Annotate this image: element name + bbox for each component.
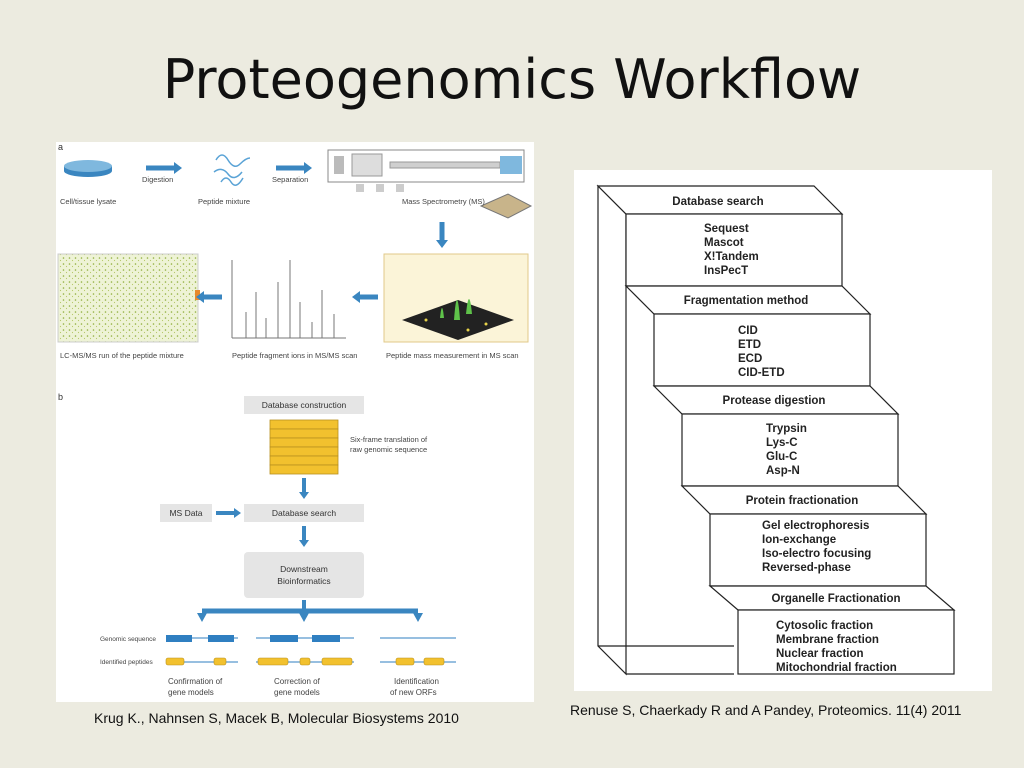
downstream-label-1: Downstream bbox=[280, 564, 328, 574]
stair-side-wall bbox=[597, 184, 627, 676]
db-search-box bbox=[244, 504, 364, 522]
downstream-box bbox=[244, 552, 364, 598]
ms-scan-3d bbox=[383, 253, 529, 343]
outcome-new-orfs-graphic bbox=[380, 637, 456, 666]
workflow-figure-left: a Cell/tissue lysate Digestion Peptide m… bbox=[56, 142, 534, 702]
step-3-item-1: Trypsin bbox=[766, 423, 807, 435]
step-5-item-4: Mitochondrial fraction bbox=[776, 662, 897, 674]
step-label-ms-scan: Peptide mass measurement in MS scan bbox=[386, 351, 519, 360]
step-1-face bbox=[625, 213, 843, 287]
citation-right: Renuse S, Chaerkady R and A Pandey, Prot… bbox=[570, 702, 962, 718]
step-2-item-4: CID-ETD bbox=[738, 367, 785, 379]
six-frame-label-2: raw genomic sequence bbox=[350, 445, 427, 454]
step-5-header: Organelle Fractionation bbox=[771, 593, 900, 605]
citation-left: Krug K., Nahnsen S, Macek B, Molecular B… bbox=[94, 710, 459, 726]
six-frame-label-1: Six-frame translation of bbox=[350, 435, 428, 444]
msms-spectrum bbox=[231, 260, 346, 339]
outcome-correction-graphic bbox=[256, 635, 354, 666]
outcome-3-label-1: Identification bbox=[394, 677, 439, 686]
step-1-item-1: Sequest bbox=[704, 223, 749, 235]
panel-a-label: a bbox=[58, 142, 63, 152]
step-3-face bbox=[681, 413, 899, 487]
step-3-item-4: Asp-N bbox=[766, 465, 800, 477]
step-2-item-1: CID bbox=[738, 325, 758, 337]
db-search-label: Database search bbox=[272, 508, 337, 518]
step-3-item-2: Lys-C bbox=[766, 437, 798, 449]
lcms-heatmap bbox=[57, 253, 199, 343]
step-2-item-2: ETD bbox=[738, 339, 761, 351]
step-2-item-3: ECD bbox=[738, 353, 762, 365]
step-1-item-4: InsPecT bbox=[704, 265, 748, 277]
peptide-mixture-icon bbox=[213, 154, 251, 186]
genomic-sequence-label: Genomic sequence bbox=[100, 636, 156, 643]
step-2-face bbox=[653, 313, 871, 387]
panel-b-label: b bbox=[58, 392, 63, 402]
step-5-item-2: Membrane fraction bbox=[776, 634, 879, 646]
step-2-header: Fragmentation method bbox=[684, 295, 809, 307]
step-5-item-3: Nuclear fraction bbox=[776, 648, 864, 660]
step-4-item-1: Gel electrophoresis bbox=[762, 520, 869, 532]
step-label-lysate: Cell/tissue lysate bbox=[60, 197, 116, 206]
step-4-item-3: Iso-electro focusing bbox=[762, 548, 871, 560]
ms-data-box bbox=[160, 504, 212, 522]
step-label-peptide-mixture: Peptide mixture bbox=[198, 197, 250, 206]
outcome-3-label-2: of new ORFs bbox=[390, 688, 437, 697]
step-label-ms: Mass Spectrometry (MS) bbox=[402, 197, 485, 206]
step-3-item-3: Glu-C bbox=[766, 451, 797, 463]
downstream-label-2: Bioinformatics bbox=[277, 576, 330, 586]
outcome-1-label-1: Confirmation of bbox=[168, 677, 223, 686]
staircase-diagram-svg: Database search Sequest Mascot X!Tandem … bbox=[596, 184, 956, 676]
step-label-msms: Peptide fragment ions in MS/MS scan bbox=[232, 351, 357, 360]
staircase-figure-right: Database search Sequest Mascot X!Tandem … bbox=[574, 170, 992, 691]
step-1-item-3: X!Tandem bbox=[704, 251, 759, 263]
step-3-header: Protease digestion bbox=[723, 395, 826, 407]
step-4-item-4: Reversed-phase bbox=[762, 562, 851, 574]
identified-peptides-label: Identified peptides bbox=[100, 659, 154, 666]
outcome-2-label-2: gene models bbox=[274, 688, 320, 697]
outcome-2-label-1: Correction of bbox=[274, 677, 321, 686]
db-construction-label: Database construction bbox=[262, 400, 347, 410]
db-construction-box bbox=[244, 396, 364, 414]
slide-title: Proteogenomics Workflow bbox=[162, 48, 862, 111]
step-1-header: Database search bbox=[672, 196, 763, 208]
mass-spectrometer-icon bbox=[327, 149, 533, 219]
step-4-item-2: Ion-exchange bbox=[762, 534, 836, 546]
outcome-confirmation-graphic bbox=[165, 635, 238, 666]
arrow-label-digestion: Digestion bbox=[142, 175, 173, 184]
step-4-header: Protein fractionation bbox=[746, 495, 858, 507]
lysate-dish-icon bbox=[64, 160, 112, 177]
six-frame-stack bbox=[269, 419, 339, 475]
outcome-1-label-2: gene models bbox=[168, 688, 214, 697]
ms-data-label: MS Data bbox=[169, 508, 202, 518]
step-4-face bbox=[709, 513, 927, 587]
step-5-face bbox=[737, 609, 955, 675]
workflow-diagram-svg: a Cell/tissue lysate Digestion Peptide m… bbox=[57, 142, 533, 697]
step-label-lcms: LC-MS/MS run of the peptide mixture bbox=[60, 351, 184, 360]
step-5-item-1: Cytosolic fraction bbox=[776, 620, 873, 632]
step-1-item-2: Mascot bbox=[704, 237, 744, 249]
arrow-label-separation: Separation bbox=[272, 175, 308, 184]
